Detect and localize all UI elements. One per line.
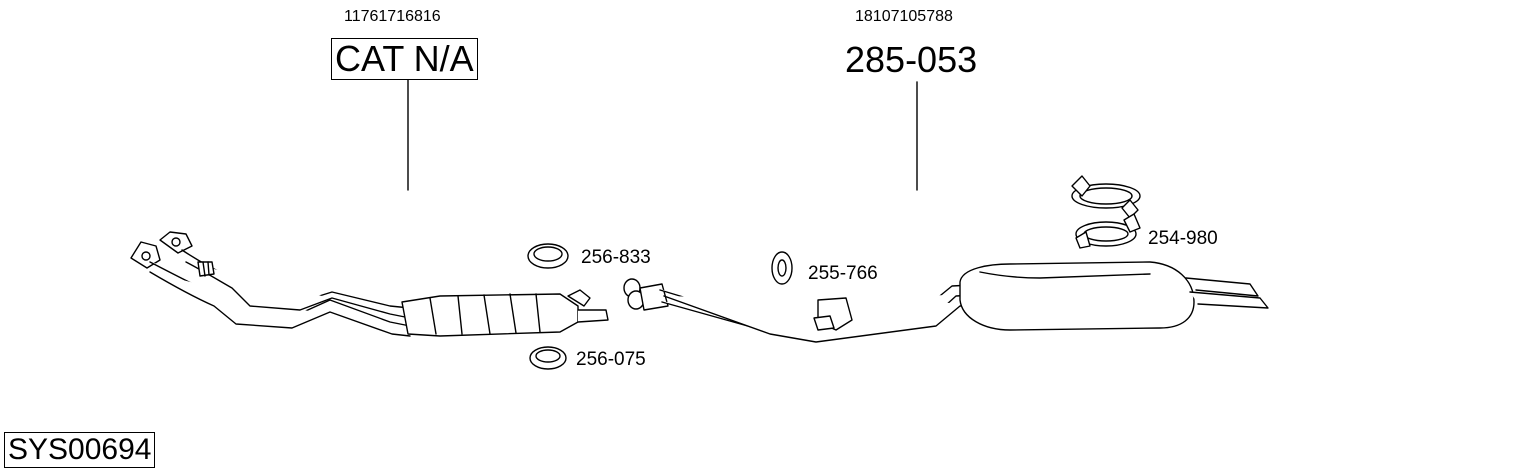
gasket-256-075-illustration — [529, 346, 567, 370]
part-label-255-766[interactable]: 255-766 — [808, 263, 878, 284]
part-label-catalyst[interactable]: CAT N/A — [331, 38, 478, 80]
oe-number-catalyst: 11761716816 — [344, 8, 441, 25]
rubber-mount-255-766-illustration — [771, 251, 793, 285]
part-label-254-980[interactable]: 254-980 — [1148, 228, 1218, 249]
part-label-rear-section[interactable]: 285-053 — [845, 39, 978, 80]
clamps-254-980-illustration — [1071, 175, 1141, 249]
part-label-256-833[interactable]: 256-833 — [581, 247, 651, 268]
rear-section-illustration — [623, 261, 1269, 343]
part-label-256-075[interactable]: 256-075 — [576, 349, 646, 370]
system-id-label: SYS00694 — [4, 432, 156, 468]
gasket-256-833-illustration — [527, 243, 569, 269]
front-pipe-catalyst-illustration — [130, 231, 609, 337]
oe-number-rear-section: 18107105788 — [855, 8, 953, 25]
